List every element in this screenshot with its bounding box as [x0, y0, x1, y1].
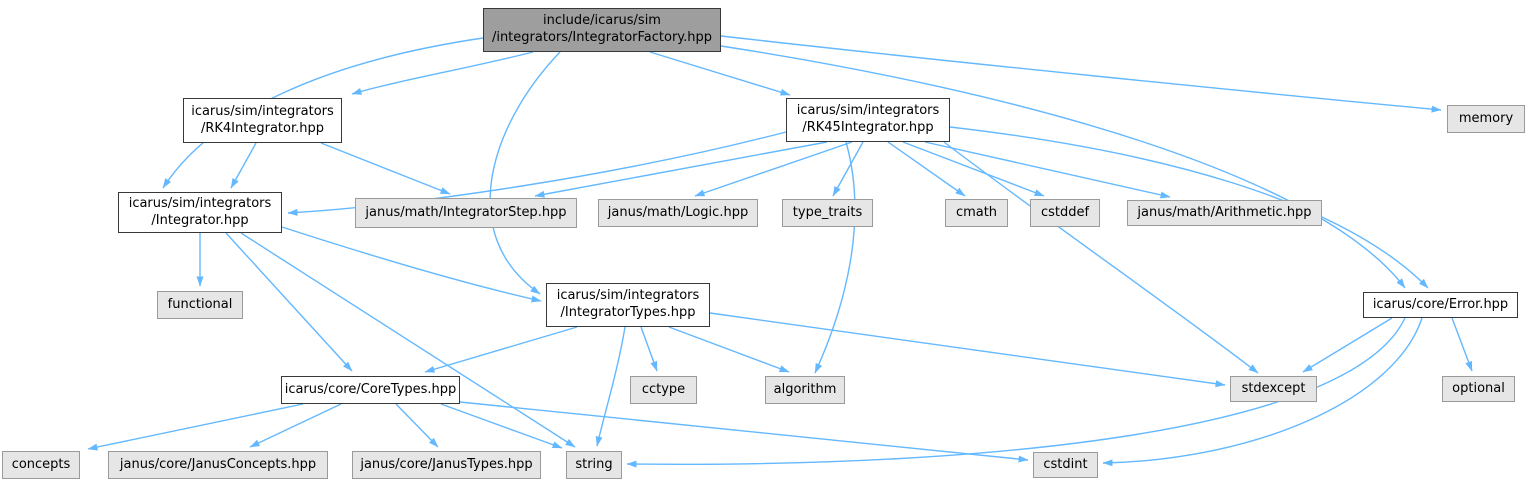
node-logic: janus/math/Logic.hpp	[598, 199, 758, 227]
edge-rk45-integrator-to-type-traits	[832, 141, 864, 197]
edge-integrator-factory-to-rk4-integrator	[351, 51, 534, 95]
node-functional: functional	[157, 291, 243, 319]
edge-core-types-to-string	[440, 403, 563, 449]
edge-integrator-to-integrator-types	[281, 226, 542, 303]
node-core-types[interactable]: icarus/core/CoreTypes.hpp	[281, 376, 460, 404]
edge-integrator-types-to-core-types	[424, 326, 578, 373]
node-janus-types: janus/core/JanusTypes.hpp	[352, 451, 541, 479]
edge-integrator-to-string	[240, 232, 576, 448]
edge-integrator-types-to-string	[595, 326, 626, 447]
edge-integrator-types-to-stdexcept	[709, 312, 1226, 388]
edge-rk45-integrator-to-logic	[694, 141, 853, 197]
edge-integrator-types-to-algorithm	[668, 326, 790, 373]
edge-core-types-to-janus-types	[395, 403, 439, 448]
node-integrator-step: janus/math/IntegratorStep.hpp	[355, 198, 577, 228]
edge-error-to-string	[626, 317, 1406, 468]
edge-rk45-integrator-to-cmath	[887, 141, 966, 197]
edge-rk45-integrator-to-algorithm	[814, 141, 856, 374]
node-concepts: concepts	[2, 451, 80, 479]
edge-integrator-factory-to-memory	[720, 35, 1442, 113]
node-integrator-factory: include/icarus/sim /integrators/Integrat…	[483, 8, 721, 52]
edge-core-types-to-janus-concepts	[249, 403, 342, 448]
node-type-traits: type_traits	[782, 199, 873, 227]
edge-error-to-cstdint	[1102, 317, 1423, 467]
edge-integrator-factory-to-error	[720, 45, 1406, 289]
node-rk4-integrator[interactable]: icarus/sim/integrators /RK4Integrator.hp…	[183, 98, 342, 143]
node-integrator-types[interactable]: icarus/sim/integrators /IntegratorTypes.…	[546, 283, 710, 327]
edges-group	[87, 35, 1473, 468]
edge-integrator-factory-to-rk45-integrator	[649, 51, 791, 96]
node-arithmetic: janus/math/Arithmetic.hpp	[1127, 200, 1322, 226]
node-cstddef: cstddef	[1030, 199, 1100, 227]
node-memory: memory	[1447, 105, 1525, 133]
edge-core-types-to-concepts	[87, 403, 304, 451]
node-cmath: cmath	[945, 199, 1008, 227]
edge-integrator-factory-to-integrator	[162, 37, 484, 189]
edge-error-to-stdexcept	[1302, 317, 1393, 373]
node-optional: optional	[1442, 376, 1515, 402]
node-algorithm: algorithm	[765, 376, 845, 404]
edge-integrator-types-to-cctype	[640, 326, 658, 372]
edge-rk45-integrator-to-arithmetic	[924, 141, 1171, 199]
node-string: string	[566, 451, 622, 479]
edge-core-types-to-cstdint	[459, 401, 1029, 463]
node-rk45-integrator[interactable]: icarus/sim/integrators /RK45Integrator.h…	[786, 98, 950, 142]
node-janus-concepts: janus/core/JanusConcepts.hpp	[108, 451, 328, 479]
node-cctype: cctype	[630, 376, 697, 404]
edge-error-to-optional	[1451, 317, 1473, 372]
edge-rk45-integrator-to-integrator-step	[534, 141, 828, 198]
node-error[interactable]: icarus/core/Error.hpp	[1363, 292, 1518, 318]
edge-rk45-integrator-to-error	[949, 126, 1429, 289]
node-cstdint: cstdint	[1033, 452, 1098, 478]
edge-rk45-integrator-to-cstddef	[902, 141, 1045, 197]
edge-integrator-to-core-types	[225, 232, 353, 372]
edge-rk45-integrator-to-stdexcept	[943, 141, 1259, 374]
edge-integrator-factory-to-integrator-types	[489, 51, 561, 295]
node-stdexcept: stdexcept	[1230, 376, 1317, 402]
edge-rk4-integrator-to-integrator	[230, 142, 257, 189]
edge-rk45-integrator-to-integrator	[287, 131, 787, 216]
node-integrator[interactable]: icarus/sim/integrators /Integrator.hpp	[118, 192, 282, 233]
edge-rk4-integrator-to-integrator-step	[320, 142, 451, 195]
